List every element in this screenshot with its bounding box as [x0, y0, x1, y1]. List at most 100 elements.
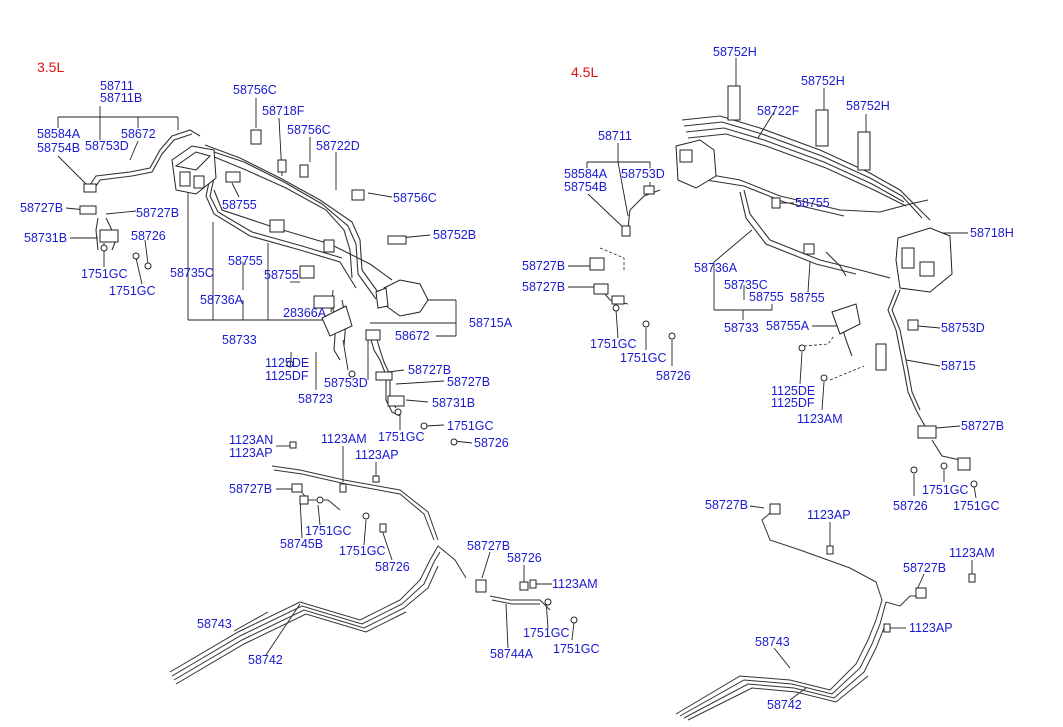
- part-label: 58753D: [324, 376, 368, 390]
- part-label: 58742: [248, 653, 283, 667]
- part-label: 1123AM: [552, 577, 598, 591]
- part-label: 1125DF: [265, 369, 309, 383]
- right-leader-lines: [568, 58, 977, 499]
- part-label: 58726: [656, 369, 691, 383]
- part-label: 1751GC: [378, 430, 425, 444]
- part-label: 1751GC: [339, 544, 386, 558]
- part-label: 58752H: [801, 74, 845, 88]
- part-label: 1751GC: [953, 499, 1000, 513]
- part-label: 58755: [228, 254, 263, 268]
- part-label: 58753D: [621, 167, 665, 181]
- part-label: 58756C: [233, 83, 277, 97]
- part-label: 58736A: [694, 261, 738, 275]
- part-label: 58755: [222, 198, 257, 212]
- part-label: 58753D: [941, 321, 985, 335]
- part-label: 1751GC: [305, 524, 352, 538]
- part-label: 58755: [749, 290, 784, 304]
- part-label: 58584A: [37, 127, 81, 141]
- part-label: 58743: [755, 635, 790, 649]
- part-label: 1123AM: [797, 412, 843, 426]
- part-label: 58733: [222, 333, 257, 347]
- left-pipes: [87, 129, 401, 417]
- part-label: 58742: [767, 698, 802, 712]
- part-label: 58755: [790, 291, 825, 305]
- part-label: 58727B: [20, 201, 64, 215]
- right-lower-parts: [769, 503, 976, 633]
- part-label: 58727B: [522, 259, 566, 273]
- part-label: 58711: [100, 79, 134, 93]
- part-label: 28366A: [283, 306, 327, 320]
- part-label: 1751GC: [553, 642, 600, 656]
- part-label: 58727B: [705, 498, 749, 512]
- part-label: 58733: [724, 321, 759, 335]
- part-label: 1123AP: [355, 448, 399, 462]
- part-label: 58735C: [724, 278, 768, 292]
- part-label: 1751GC: [81, 267, 128, 281]
- part-label: 58731B: [24, 231, 68, 245]
- part-label: 1123AP: [909, 621, 953, 635]
- part-label: 58743: [197, 617, 232, 631]
- part-label: 58711: [598, 129, 632, 143]
- part-label: 58718H: [970, 226, 1014, 240]
- part-label: 1751GC: [922, 483, 969, 497]
- left-lower-pipes: [169, 465, 551, 685]
- part-label: 58755: [264, 268, 299, 282]
- part-label: 58672: [395, 329, 430, 343]
- part-label: 58715: [941, 359, 976, 373]
- part-label: 58754B: [37, 141, 81, 155]
- part-label: 1123AN: [229, 433, 274, 447]
- part-label: 58727B: [903, 561, 947, 575]
- left-lower-parts: [289, 441, 578, 624]
- part-label: 58754B: [564, 180, 608, 194]
- part-label: 1125DE: [265, 356, 310, 370]
- part-label: 58752B: [433, 228, 477, 242]
- part-label: 58723: [298, 392, 333, 406]
- right-pipes: [599, 115, 967, 471]
- part-label: 58672: [121, 127, 156, 141]
- right-dashed-lines: [599, 247, 865, 381]
- left-lower-lines: [233, 445, 575, 656]
- part-label: 58726: [507, 551, 542, 565]
- part-label: 1751GC: [109, 284, 156, 298]
- part-label: 58744A: [490, 647, 534, 661]
- part-label: 1125DF: [771, 396, 815, 410]
- part-label: 58726: [131, 229, 166, 243]
- part-label: 58727B: [136, 206, 180, 220]
- part-label: 58756C: [393, 191, 437, 205]
- part-label: 58731B: [432, 396, 476, 410]
- part-label: 58727B: [447, 375, 491, 389]
- part-label: 58753D: [85, 139, 129, 153]
- right-parts: [589, 85, 978, 488]
- part-label: 58722F: [757, 104, 800, 118]
- part-label: 1123AM: [949, 546, 995, 560]
- part-label: 1125DE: [771, 384, 816, 398]
- part-label: 1751GC: [590, 337, 637, 351]
- part-label: 58727B: [229, 482, 273, 496]
- part-label: 58752H: [713, 45, 757, 59]
- part-label: 58722D: [316, 139, 360, 153]
- part-label: 1751GC: [620, 351, 667, 365]
- right-lower-lines: [749, 505, 973, 701]
- part-label: 58745B: [280, 537, 324, 551]
- part-label: 58727B: [522, 280, 566, 294]
- part-label: 58727B: [408, 363, 452, 377]
- part-label: 1123AM: [321, 432, 367, 446]
- part-label: 58752H: [846, 99, 890, 113]
- part-label: 58735C: [170, 266, 214, 280]
- right-lower-pipes: [675, 507, 927, 721]
- part-label: 58711B: [100, 91, 143, 105]
- part-label: 58756C: [287, 123, 331, 137]
- part-label: 58755: [795, 196, 830, 210]
- part-label: 1123AP: [229, 446, 273, 460]
- part-label: 58726: [474, 436, 509, 450]
- part-label: 58584A: [564, 167, 608, 181]
- part-label: 58727B: [467, 539, 511, 553]
- engine-label-left: 3.5L: [37, 59, 65, 75]
- part-label: 58727B: [961, 419, 1005, 433]
- part-label: 1751GC: [447, 419, 494, 433]
- part-label: 1123AP: [807, 508, 851, 522]
- part-label: 58726: [893, 499, 928, 513]
- part-label: 58736A: [200, 293, 244, 307]
